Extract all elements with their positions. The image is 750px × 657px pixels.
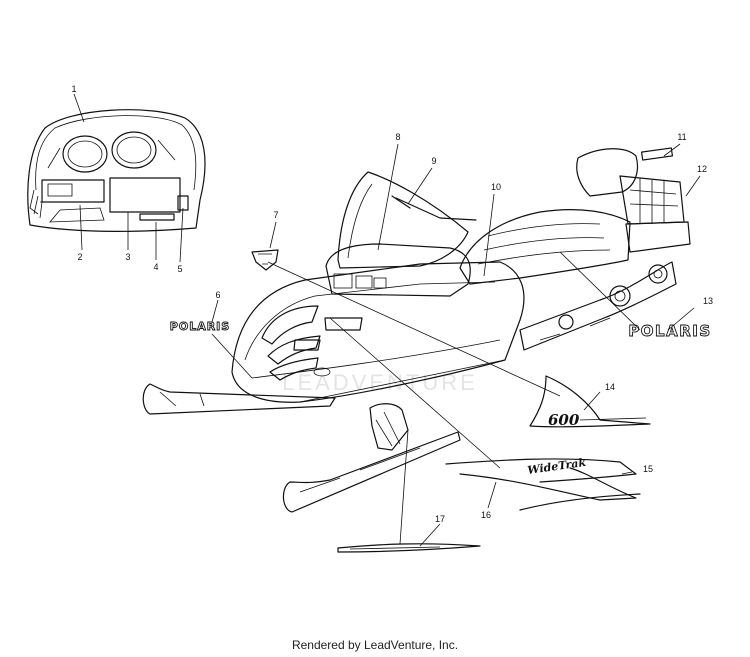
callout-3: 3 <box>125 252 130 262</box>
polaris-large-text: POLARIS <box>628 322 711 340</box>
side-stripe-decal <box>337 543 481 553</box>
callout-8: 8 <box>395 132 400 142</box>
leader-lines <box>73 93 701 547</box>
widetrak-decal: WideTrak <box>445 456 641 511</box>
polaris-small-decal: POLARIS <box>169 320 230 334</box>
polaris-large-decal: POLARIS <box>628 322 711 341</box>
callout-12: 12 <box>697 164 707 174</box>
callout-labels: 1 2 3 4 5 6 7 8 9 10 11 12 13 14 15 16 1… <box>71 84 713 524</box>
callout-9: 9 <box>431 156 436 166</box>
callout-7: 7 <box>273 210 278 220</box>
polaris-small-text: POLARIS <box>170 320 230 333</box>
callout-16: 16 <box>481 510 491 520</box>
callout-17: 17 <box>435 514 445 524</box>
callout-11: 11 <box>677 132 686 142</box>
callout-13: 13 <box>703 296 713 306</box>
callout-4: 4 <box>153 262 158 272</box>
callout-6: 6 <box>215 290 220 300</box>
callout-10: 10 <box>491 182 501 192</box>
clip-part <box>251 249 279 271</box>
callout-5: 5 <box>177 264 182 274</box>
callout-15: 15 <box>643 464 653 474</box>
dashboard-inset <box>27 109 206 232</box>
snowmobile <box>142 148 691 513</box>
engine-badge-decal: 600 <box>529 375 651 429</box>
callout-1: 1 <box>71 84 76 94</box>
footer-credit: Rendered by LeadVenture, Inc. <box>291 638 459 652</box>
watermark: LEADVENTURE <box>282 370 478 395</box>
callout-2: 2 <box>77 252 82 262</box>
engine-badge-text: 600 <box>548 411 580 429</box>
rear-decal-11 <box>640 147 674 161</box>
callout-14: 14 <box>605 382 615 392</box>
